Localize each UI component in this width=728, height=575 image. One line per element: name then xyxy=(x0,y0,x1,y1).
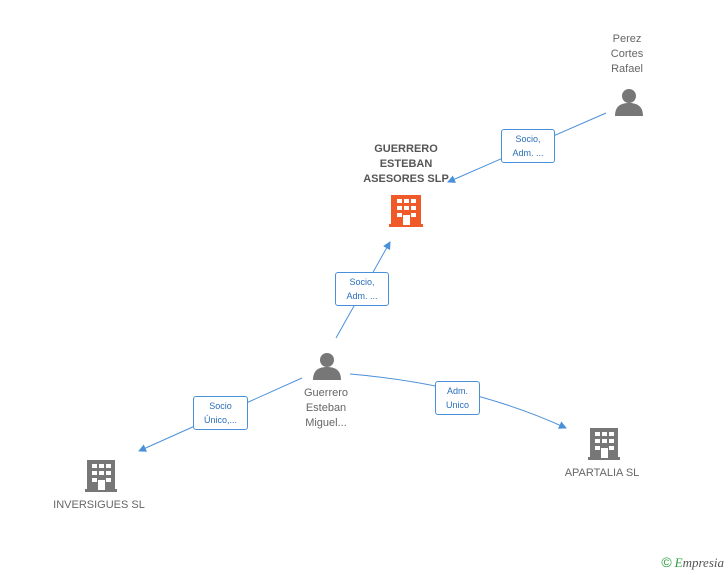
person-perez-icon[interactable] xyxy=(615,89,643,116)
brand-name: Empresia xyxy=(674,555,724,570)
apartalia-building-icon[interactable] xyxy=(588,428,620,460)
inversigues-building-icon[interactable] xyxy=(85,460,117,492)
edge-label-perez-to-main: Socio, Adm. ... xyxy=(501,129,555,163)
apartalia-label[interactable]: APARTALIA SL xyxy=(564,467,640,479)
person-guerrero-icon[interactable] xyxy=(313,353,341,380)
copyright-icon: © xyxy=(661,554,672,570)
person-perez-label[interactable]: Perez Cortes Rafael xyxy=(610,33,644,75)
empresia-logo[interactable]: ©Empresia xyxy=(661,554,724,571)
edge-label-guerrero-to-main: Socio, Adm. ... xyxy=(335,272,389,306)
person-guerrero-label[interactable]: Guerrero Esteban Miguel... xyxy=(303,387,349,429)
edge-label-guerrero-to-apartalia: Adm. Unico xyxy=(435,381,480,415)
main-company-label[interactable]: GUERRERO ESTEBAN ASESORES SLP xyxy=(363,143,449,185)
inversigues-label[interactable]: INVERSIGUES SL xyxy=(53,499,145,511)
main-company-building-icon[interactable] xyxy=(389,195,423,227)
edge-label-guerrero-to-inversigues: Socio Único,... xyxy=(193,396,248,430)
